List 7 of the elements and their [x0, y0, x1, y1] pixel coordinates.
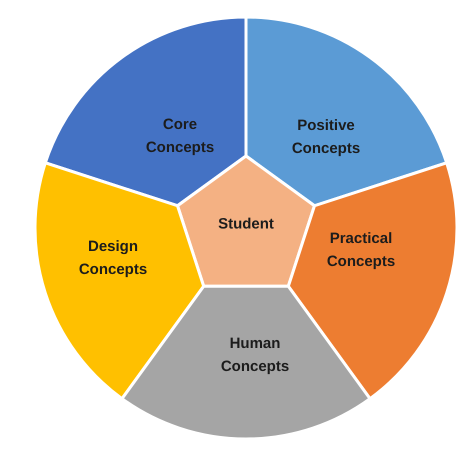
segment-label: Student [217, 214, 275, 234]
segment-label: Design Concepts [78, 236, 148, 280]
pie-segment [120, 284, 372, 440]
segment-label: Core Concepts [144, 114, 216, 158]
segment-label: Positive Concepts [290, 116, 362, 159]
segment-label: Practical Concepts [326, 228, 396, 272]
segment-label: Human Concepts [220, 334, 290, 377]
